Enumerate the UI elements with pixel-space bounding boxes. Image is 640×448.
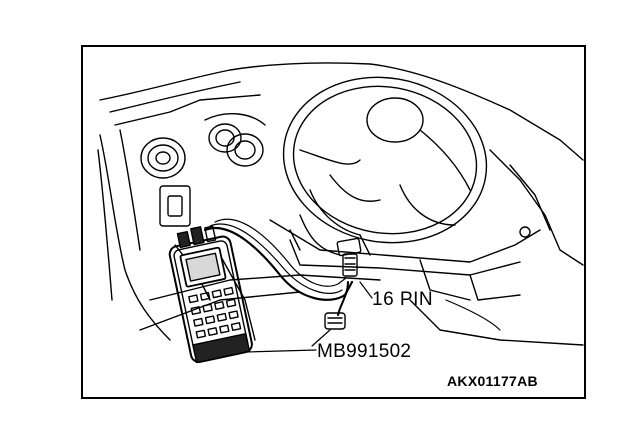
diagnostic-connector-16pin [336, 237, 362, 277]
leader-line-mb991502-2 [311, 329, 331, 347]
leader-line-16pin-2 [445, 299, 501, 331]
leader-line-16pin [359, 281, 373, 299]
leader-line-mb991502 [244, 349, 317, 353]
steering-wheel [282, 76, 488, 244]
center-air-vents [204, 112, 266, 167]
right-trim [489, 149, 584, 266]
tool-part-number-label: MB991502 [317, 341, 412, 362]
connector-label: 16 PIN [372, 289, 434, 310]
dashboard-outline [99, 62, 584, 161]
scan-tool-mb991502 [168, 225, 253, 364]
left-panel [99, 134, 171, 341]
lower-dash [269, 219, 541, 263]
switch-panel [159, 185, 191, 227]
figure-code-label: AKX01177AB [447, 373, 538, 389]
adapter-plug [324, 312, 346, 330]
left-air-vent [140, 137, 186, 179]
floor-panel [149, 274, 381, 301]
scan-tool-keypad [188, 286, 242, 339]
